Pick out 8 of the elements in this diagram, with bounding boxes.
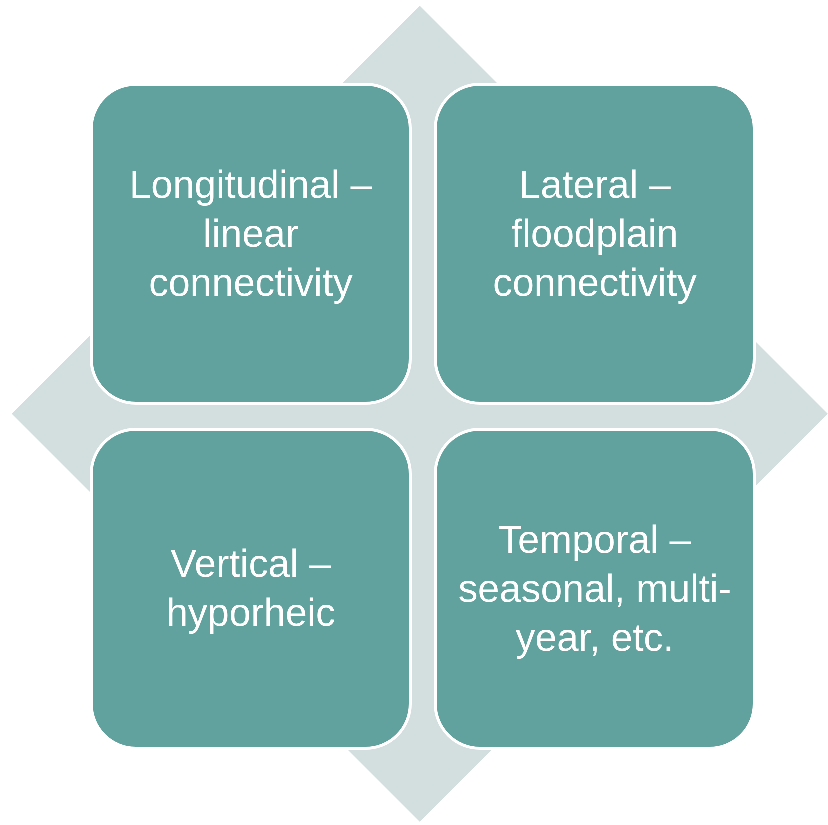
rounded-box — [434, 83, 756, 405]
rounded-box — [90, 428, 412, 750]
box-text: Temporal – seasonal, multi-year, etc. — [457, 518, 733, 662]
rounded-box — [434, 428, 756, 750]
rounded-box — [90, 83, 412, 405]
box-text: Lateral – floodplain connectivity — [492, 162, 698, 306]
box-text: Vertical – hyporheic — [165, 542, 337, 637]
box-text: Longitudinal – linear connectivity — [128, 162, 374, 306]
